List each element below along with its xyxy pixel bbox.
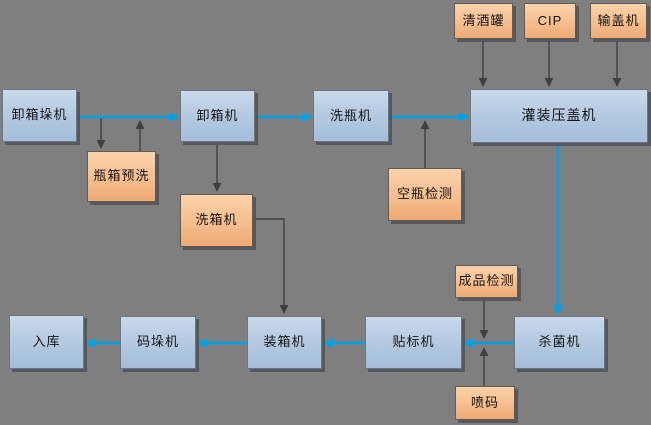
node-cip: CIP: [524, 3, 576, 39]
node-bright-beer-tank: 清酒罐: [454, 3, 513, 39]
node-empty-bottle-inspect: 空瓶检测: [388, 168, 462, 221]
connector-crate-washer-to-case-packer: [253, 218, 289, 314]
node-bottle-washer: 洗瓶机: [313, 90, 389, 142]
node-cap-feeder: 输盖机: [590, 3, 647, 39]
node-labeler: 贴标机: [365, 316, 462, 369]
node-crate-prewash: 瓶箱预洗: [87, 151, 156, 202]
node-ink-jet-coder: 喷码: [455, 386, 515, 420]
node-crate-washer: 洗箱机: [180, 194, 253, 247]
node-decrater: 卸箱机: [180, 90, 255, 142]
node-warehouse: 入库: [9, 315, 84, 369]
node-palletizer: 码垛机: [120, 316, 196, 369]
node-sterilizer: 杀菌机: [514, 316, 605, 369]
node-product-inspect: 成品检测: [455, 265, 518, 298]
node-filler-capper: 灌装压盖机: [470, 89, 648, 143]
node-depalletizer: 卸箱垛机: [2, 89, 77, 142]
node-case-packer: 装箱机: [247, 316, 322, 369]
